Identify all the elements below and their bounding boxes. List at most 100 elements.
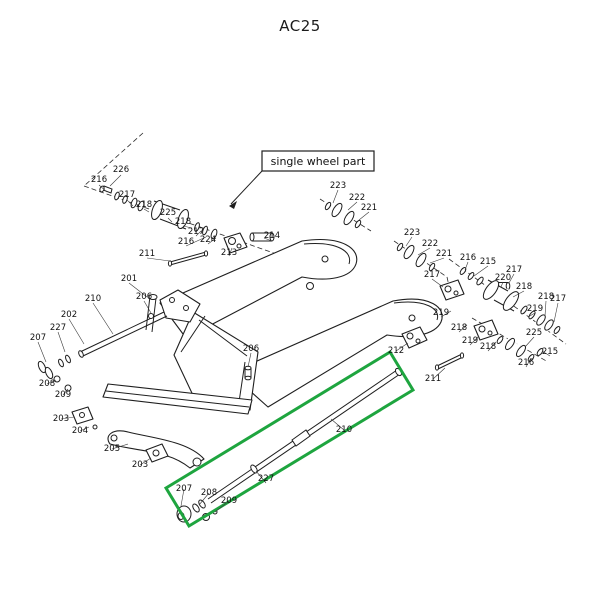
callout-box: single wheel part xyxy=(229,150,375,209)
bracket-hole xyxy=(228,237,236,245)
part-label: 222 xyxy=(349,193,365,203)
part-label: 214 xyxy=(264,231,280,241)
support-bracket xyxy=(401,326,428,349)
short-rod-right xyxy=(436,353,464,370)
part-label: 216 xyxy=(91,175,107,185)
washer xyxy=(553,326,561,334)
washer xyxy=(202,225,208,236)
part-label: 221 xyxy=(361,203,377,213)
bushing xyxy=(210,228,218,240)
roller-face xyxy=(504,337,516,351)
part-label: 215 xyxy=(542,347,558,357)
part-label: 218 xyxy=(516,282,532,292)
part-label: 220 xyxy=(495,273,511,283)
part-label: 217 xyxy=(424,270,440,280)
callout-arrow-line xyxy=(230,170,263,205)
callout-arrowhead xyxy=(229,201,237,209)
rod-end xyxy=(78,350,84,358)
roller-face xyxy=(415,252,427,268)
part-label: 219 xyxy=(527,304,543,314)
part-label: 204 xyxy=(72,426,88,436)
link-bracket-hole xyxy=(79,412,85,418)
part-label: 209 xyxy=(221,496,237,506)
fork-upper-hole xyxy=(321,255,329,263)
roller-face xyxy=(403,244,415,260)
bracket-hole xyxy=(406,332,414,340)
fork-web-hole xyxy=(306,282,314,290)
wheel-fork-hole xyxy=(152,449,160,457)
part-label: 218 xyxy=(480,342,496,352)
wheel-bracket xyxy=(439,279,465,301)
part-label: 218 xyxy=(136,200,152,210)
fork-upper-tip-line xyxy=(303,243,351,265)
bracket-hole xyxy=(444,285,452,293)
part-label: 225 xyxy=(160,208,176,218)
diagram-title: AC25 xyxy=(279,17,321,35)
bracket-hole-2 xyxy=(453,290,459,296)
bushing-face xyxy=(536,314,546,326)
part-label: 218 xyxy=(538,292,554,302)
green-highlight-box xyxy=(163,349,416,529)
roller-face xyxy=(44,366,54,380)
rod-end xyxy=(434,364,440,371)
rod-end xyxy=(459,352,465,359)
rod-end xyxy=(167,260,173,267)
part-label: 203 xyxy=(132,460,148,470)
part-label: 217 xyxy=(119,190,135,200)
part-label: 210 xyxy=(336,425,352,435)
exploded-assembly-right xyxy=(396,242,561,362)
part-label: 217 xyxy=(188,227,204,237)
rod-end xyxy=(203,250,209,257)
roller-face xyxy=(37,360,47,374)
rod-coupling xyxy=(291,429,311,447)
pump-frame-lines xyxy=(180,315,248,403)
exploded-assembly-upper-left xyxy=(99,185,275,254)
roller-face xyxy=(331,202,343,218)
bracket-hole-2 xyxy=(415,338,421,344)
roller-face xyxy=(343,210,355,226)
bushing-face xyxy=(544,319,554,331)
washer xyxy=(520,305,528,315)
leader-lines xyxy=(37,174,559,513)
bolt-head xyxy=(64,384,72,392)
pallet-truck-body xyxy=(71,239,443,469)
part-label: 225 xyxy=(526,328,542,338)
pin xyxy=(148,313,154,319)
steering-rod-assembly xyxy=(176,367,403,523)
link-pin xyxy=(92,424,98,430)
pin-bottom xyxy=(244,375,252,381)
right-linkage-parts xyxy=(401,326,465,371)
part-label: 222 xyxy=(422,239,438,249)
part-label: 211 xyxy=(425,374,441,384)
washer xyxy=(192,503,200,513)
washer xyxy=(459,267,467,275)
part-label: 223 xyxy=(330,181,346,191)
roller-face xyxy=(151,199,163,221)
part-label: 221 xyxy=(436,249,452,259)
bushing xyxy=(476,276,484,286)
fork-lower xyxy=(229,298,443,408)
washer xyxy=(114,191,120,201)
callout-label: single wheel part xyxy=(271,155,366,168)
part-label: 219 xyxy=(462,336,478,346)
axle-pin-end xyxy=(249,232,255,242)
exploded-assembly-upper-right xyxy=(324,201,362,229)
part-label: 212 xyxy=(388,346,404,356)
pin-end xyxy=(505,282,511,290)
part-label: 216 xyxy=(518,358,534,368)
bracket-hole xyxy=(478,325,486,333)
part-label: 219 xyxy=(433,308,449,318)
base-leg-line xyxy=(105,390,250,408)
bracket-hole-2 xyxy=(236,243,242,249)
part-label: 206 xyxy=(243,344,259,354)
lever-pivot xyxy=(110,434,118,442)
bushing xyxy=(137,200,145,212)
roller-face xyxy=(482,280,500,300)
fork-lower-tip-line xyxy=(393,301,439,321)
part-label: 202 xyxy=(61,310,77,320)
part-label: 218 xyxy=(451,323,467,333)
part-label: 218 xyxy=(175,217,191,227)
washer xyxy=(58,358,64,368)
